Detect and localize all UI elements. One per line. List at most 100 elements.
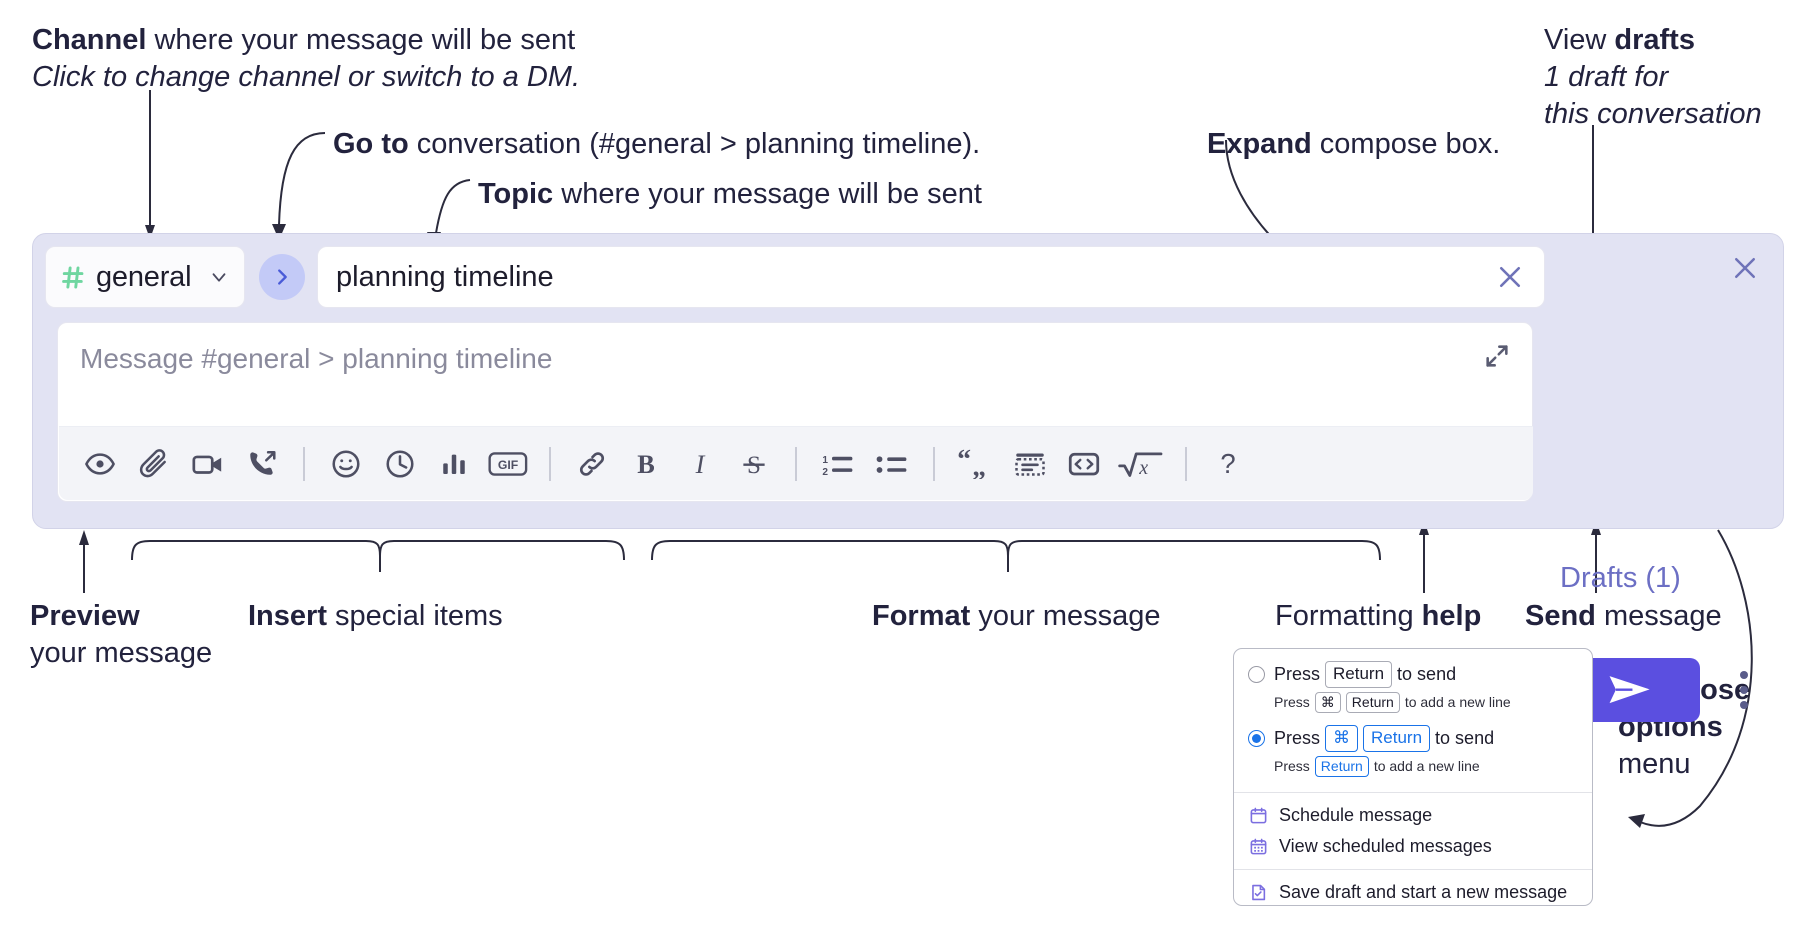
svg-text:“: “ xyxy=(957,449,971,474)
strikethrough-button[interactable]: S xyxy=(727,437,781,491)
more-options-dot xyxy=(1740,701,1748,709)
menu-item-save-draft[interactable]: Save draft and start a new message xyxy=(1234,877,1592,908)
annotation-drafts-italic1: 1 draft for xyxy=(1544,61,1669,94)
ordered-list-button[interactable]: 1 2 xyxy=(811,437,865,491)
go-to-conversation-button[interactable] xyxy=(259,254,305,300)
annotation-format: Format your message xyxy=(872,598,1161,635)
chevron-down-icon xyxy=(208,266,230,288)
compose-options-button[interactable] xyxy=(1727,662,1761,718)
blockquote-button[interactable]: “ „ xyxy=(949,437,1003,491)
formatting-help-button[interactable]: ? xyxy=(1201,437,1255,491)
inline-code-button[interactable] xyxy=(1057,437,1111,491)
annotation-goto: Go to conversation (#general > planning … xyxy=(333,126,980,163)
separator-5 xyxy=(1185,446,1187,481)
calendar-grid-icon xyxy=(1248,836,1268,856)
annotation-preview-line2: your message xyxy=(30,637,213,670)
hash-icon xyxy=(60,264,87,291)
opt0-pre: Press xyxy=(1274,663,1321,684)
key-command: ⌘ xyxy=(1314,691,1341,713)
opt1-sub-post: to add a new line xyxy=(1373,758,1480,775)
audio-clip-button[interactable] xyxy=(235,437,289,491)
annotation-preview-bold: Preview xyxy=(30,600,140,632)
annotation-goto-rest: conversation (#general > planning timeli… xyxy=(408,128,981,160)
eye-icon xyxy=(85,452,115,475)
menu-item-label: Schedule message xyxy=(1279,804,1433,825)
italic-button[interactable]: I xyxy=(673,437,727,491)
ordered-list-icon: 1 2 xyxy=(822,454,853,477)
svg-text:„: „ xyxy=(972,450,986,479)
svg-text:2: 2 xyxy=(822,466,828,477)
channel-name-label: general xyxy=(96,260,192,293)
key-return: Return xyxy=(1345,691,1400,713)
bulleted-list-button[interactable] xyxy=(865,437,919,491)
send-option-return-label: Press Return to send xyxy=(1274,661,1456,688)
annotation-expand-bold: Expand xyxy=(1207,128,1312,160)
bold-button[interactable]: B xyxy=(619,437,673,491)
opt1-post: to send xyxy=(1435,727,1495,748)
poll-button[interactable] xyxy=(427,437,481,491)
reminder-button[interactable] xyxy=(373,437,427,491)
attach-file-button[interactable] xyxy=(127,437,181,491)
emoji-button[interactable] xyxy=(319,437,373,491)
send-option-cmd-return[interactable]: Press ⌘ Return to send xyxy=(1234,723,1592,754)
svg-text:I: I xyxy=(695,449,706,478)
svg-text:?: ? xyxy=(1220,449,1235,479)
channel-selector[interactable]: general xyxy=(45,246,245,308)
key-return: Return xyxy=(1363,724,1431,752)
message-input-container[interactable]: Message #general > planning timeline xyxy=(57,322,1533,502)
annotation-format-bold: Format xyxy=(872,600,971,632)
gif-button[interactable]: GIF xyxy=(481,437,535,491)
preview-button[interactable] xyxy=(73,437,127,491)
separator-1 xyxy=(303,446,305,481)
svg-text:1: 1 xyxy=(822,454,828,465)
send-option-return[interactable]: Press Return to send xyxy=(1234,659,1592,690)
annotation-send: Send message xyxy=(1525,598,1722,635)
annotation-topic-rest: where your message will be sent xyxy=(553,178,982,210)
clear-topic-button[interactable] xyxy=(1490,257,1530,297)
link-button[interactable] xyxy=(565,437,619,491)
opt1-sub-pre: Press xyxy=(1274,758,1310,775)
menu-item-schedule-message[interactable]: Schedule message xyxy=(1234,800,1592,831)
video-camera-icon xyxy=(192,455,222,474)
close-compose-button[interactable] xyxy=(1725,248,1765,288)
more-options-dot xyxy=(1740,686,1748,694)
annotation-format-rest: your message xyxy=(970,600,1161,632)
radio-return[interactable] xyxy=(1248,665,1265,683)
annotation-drafts-plain: View xyxy=(1544,24,1615,56)
send-option-return-subtext: Press ⌘ Return to add a new line xyxy=(1234,691,1592,713)
key-return: Return xyxy=(1314,755,1369,777)
svg-text:B: B xyxy=(637,449,655,478)
opt0-sub-post: to add a new line xyxy=(1404,694,1511,711)
annotation-help-bold: help xyxy=(1421,600,1482,632)
svg-text:x: x xyxy=(1138,456,1148,478)
italic-icon: I xyxy=(695,449,706,478)
video-clip-button[interactable] xyxy=(181,437,235,491)
message-compose-panel: general planning timeline xyxy=(32,233,1784,722)
annotation-channel-bold: Channel xyxy=(32,24,147,56)
drafts-link[interactable]: Drafts (1) xyxy=(1560,562,1681,594)
compose-options-menu: Press Return to send Press ⌘ Return to a… xyxy=(1233,648,1593,906)
annotation-insert-bold: Insert xyxy=(248,600,327,632)
expand-icon xyxy=(1486,345,1508,367)
svg-text:GIF: GIF xyxy=(498,458,519,472)
separator-2 xyxy=(549,446,551,481)
link-icon xyxy=(579,451,605,476)
formatting-toolbar: GIF B xyxy=(59,426,1533,500)
code-block-button[interactable] xyxy=(1003,437,1057,491)
key-return: Return xyxy=(1325,661,1393,688)
math-button[interactable]: x xyxy=(1111,437,1171,491)
menu-divider xyxy=(1234,791,1592,793)
expand-compose-button[interactable] xyxy=(1478,337,1516,375)
annotation-expand: Expand compose box. xyxy=(1207,126,1500,163)
annotation-topic-bold: Topic xyxy=(478,178,554,210)
annotation-channel-italic: Click to change channel or switch to a D… xyxy=(32,61,581,94)
chevron-right-icon xyxy=(278,269,287,285)
menu-item-view-scheduled-messages[interactable]: View scheduled messages xyxy=(1234,831,1592,862)
radio-cmd-return[interactable] xyxy=(1248,729,1265,747)
annotation-channel: Channel where your message will be sent … xyxy=(32,22,580,96)
paperclip-icon xyxy=(139,448,166,477)
opt1-pre: Press xyxy=(1274,727,1321,748)
topic-input[interactable]: planning timeline xyxy=(317,246,1545,308)
bold-icon: B xyxy=(637,449,655,478)
